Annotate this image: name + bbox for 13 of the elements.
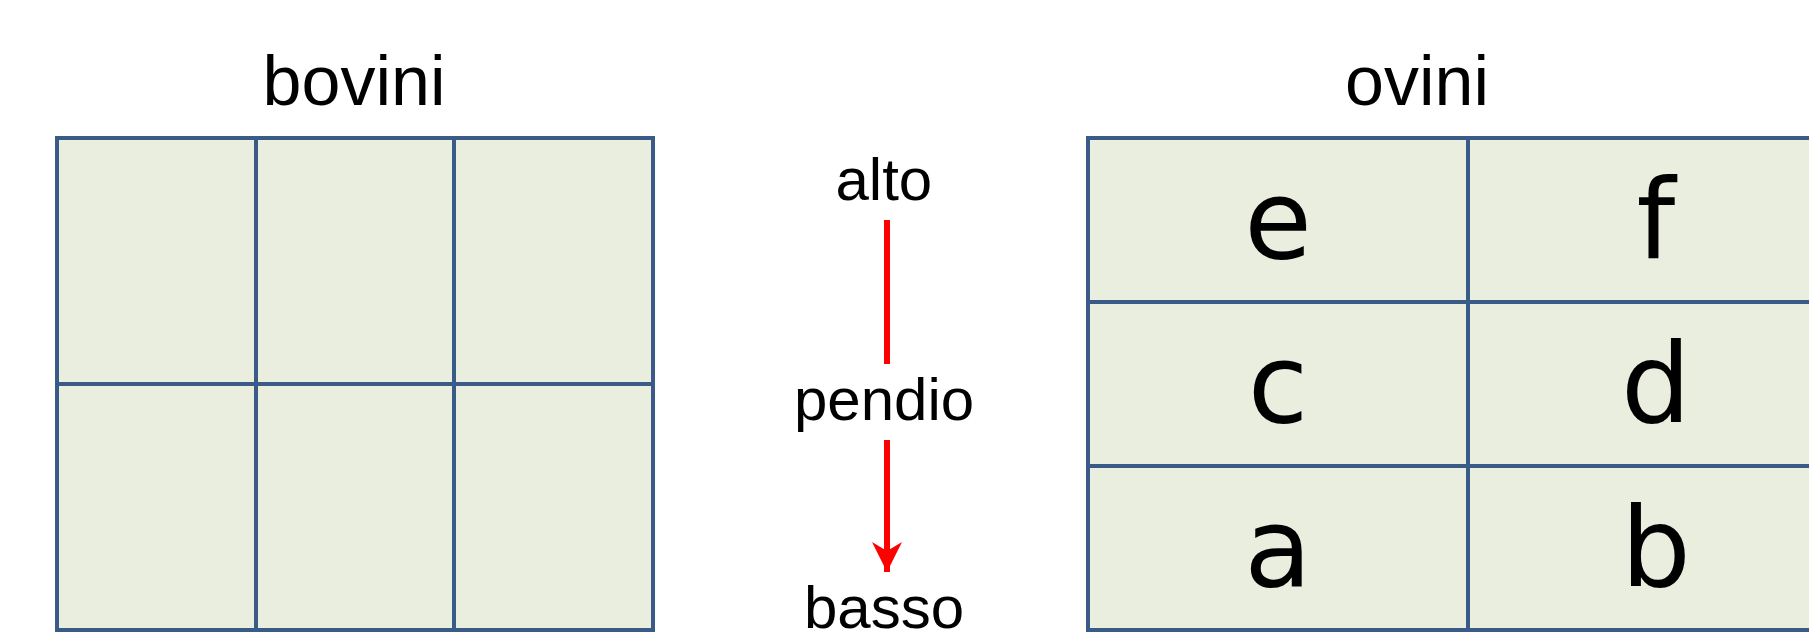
table-cell: e xyxy=(1088,138,1468,302)
arrow xyxy=(872,440,902,572)
connector-line xyxy=(884,220,890,364)
level-label: alto xyxy=(835,150,933,210)
level-label: pendio xyxy=(794,370,975,430)
table-cell: b xyxy=(1467,466,1809,630)
table-cell: f xyxy=(1467,138,1809,302)
table-title: ovini xyxy=(1344,46,1490,116)
table-cell: d xyxy=(1467,302,1809,466)
level-label: basso xyxy=(804,578,965,637)
table-cell: a xyxy=(1088,466,1468,630)
table-title: bovini xyxy=(261,46,447,116)
table-cell: c xyxy=(1088,302,1468,466)
